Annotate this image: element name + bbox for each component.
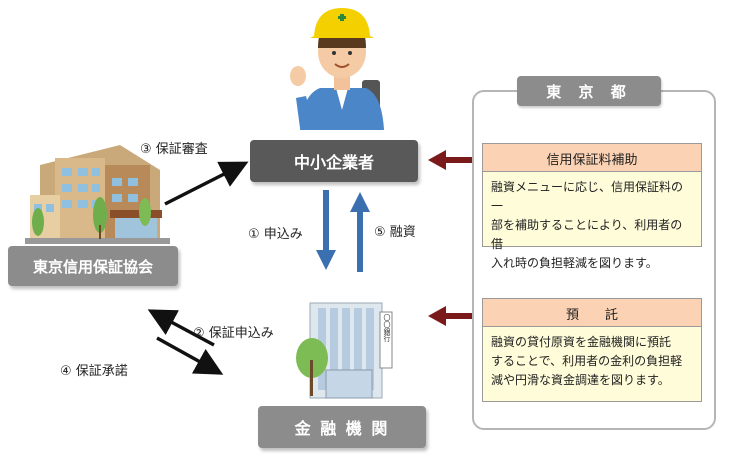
deposit-line: することで、利用者の金利の負担軽 bbox=[491, 354, 683, 368]
deposit-line: 減や円滑な資金調達を図ります。 bbox=[491, 373, 670, 387]
arrow-guarantee-approval bbox=[156, 336, 224, 375]
sme-node: 中小企業者 bbox=[250, 140, 418, 182]
bank-node: 金 融 機 関 bbox=[258, 406, 426, 448]
label-guarantee-review: ③ 保証審査 bbox=[140, 142, 208, 157]
deposit-description: 融資の貸付原資を金融機関に預託 することで、利用者の金利の負担軽 減や円滑な資金… bbox=[482, 326, 702, 402]
arrow-deposit bbox=[428, 306, 484, 326]
bank-sign: 〇〇銀行 bbox=[383, 314, 391, 342]
label-guarantee-application: ② 保証申込み bbox=[193, 326, 274, 341]
subsidy-line: 入れ時の負担軽減を図ります。 bbox=[491, 256, 658, 270]
subsidy-header: 信用保証料補助 bbox=[482, 143, 702, 173]
arrow-guarantee-application bbox=[147, 309, 215, 347]
subsidy-line: 部を補助することにより、利用者の借 bbox=[491, 218, 683, 251]
worker-icon bbox=[290, 8, 384, 130]
label-application: ① 申込み bbox=[248, 227, 303, 242]
subsidy-line: 融資メニューに応じ、信用保証料の一 bbox=[491, 180, 684, 213]
arrow-subsidy bbox=[428, 150, 484, 170]
subsidy-description: 融資メニューに応じ、信用保証料の一 部を補助することにより、利用者の借 入れ時の… bbox=[482, 171, 702, 270]
deposit-header: 預 託 bbox=[482, 298, 702, 328]
arrow-application bbox=[316, 190, 336, 270]
tokyo-title: 東 京 都 bbox=[517, 76, 661, 106]
arrow-guarantee-review bbox=[164, 161, 249, 206]
guarantee-building-icon bbox=[25, 145, 170, 244]
label-guarantee-approval: ④ 保証承諾 bbox=[60, 364, 128, 379]
arrow-financing bbox=[350, 192, 370, 272]
guarantee-association-node: 東京信用保証協会 bbox=[8, 246, 178, 286]
bank-building-icon bbox=[296, 302, 393, 399]
deposit-line: 融資の貸付原資を金融機関に預託 bbox=[491, 335, 672, 349]
label-financing: ⑤ 融資 bbox=[374, 225, 416, 240]
